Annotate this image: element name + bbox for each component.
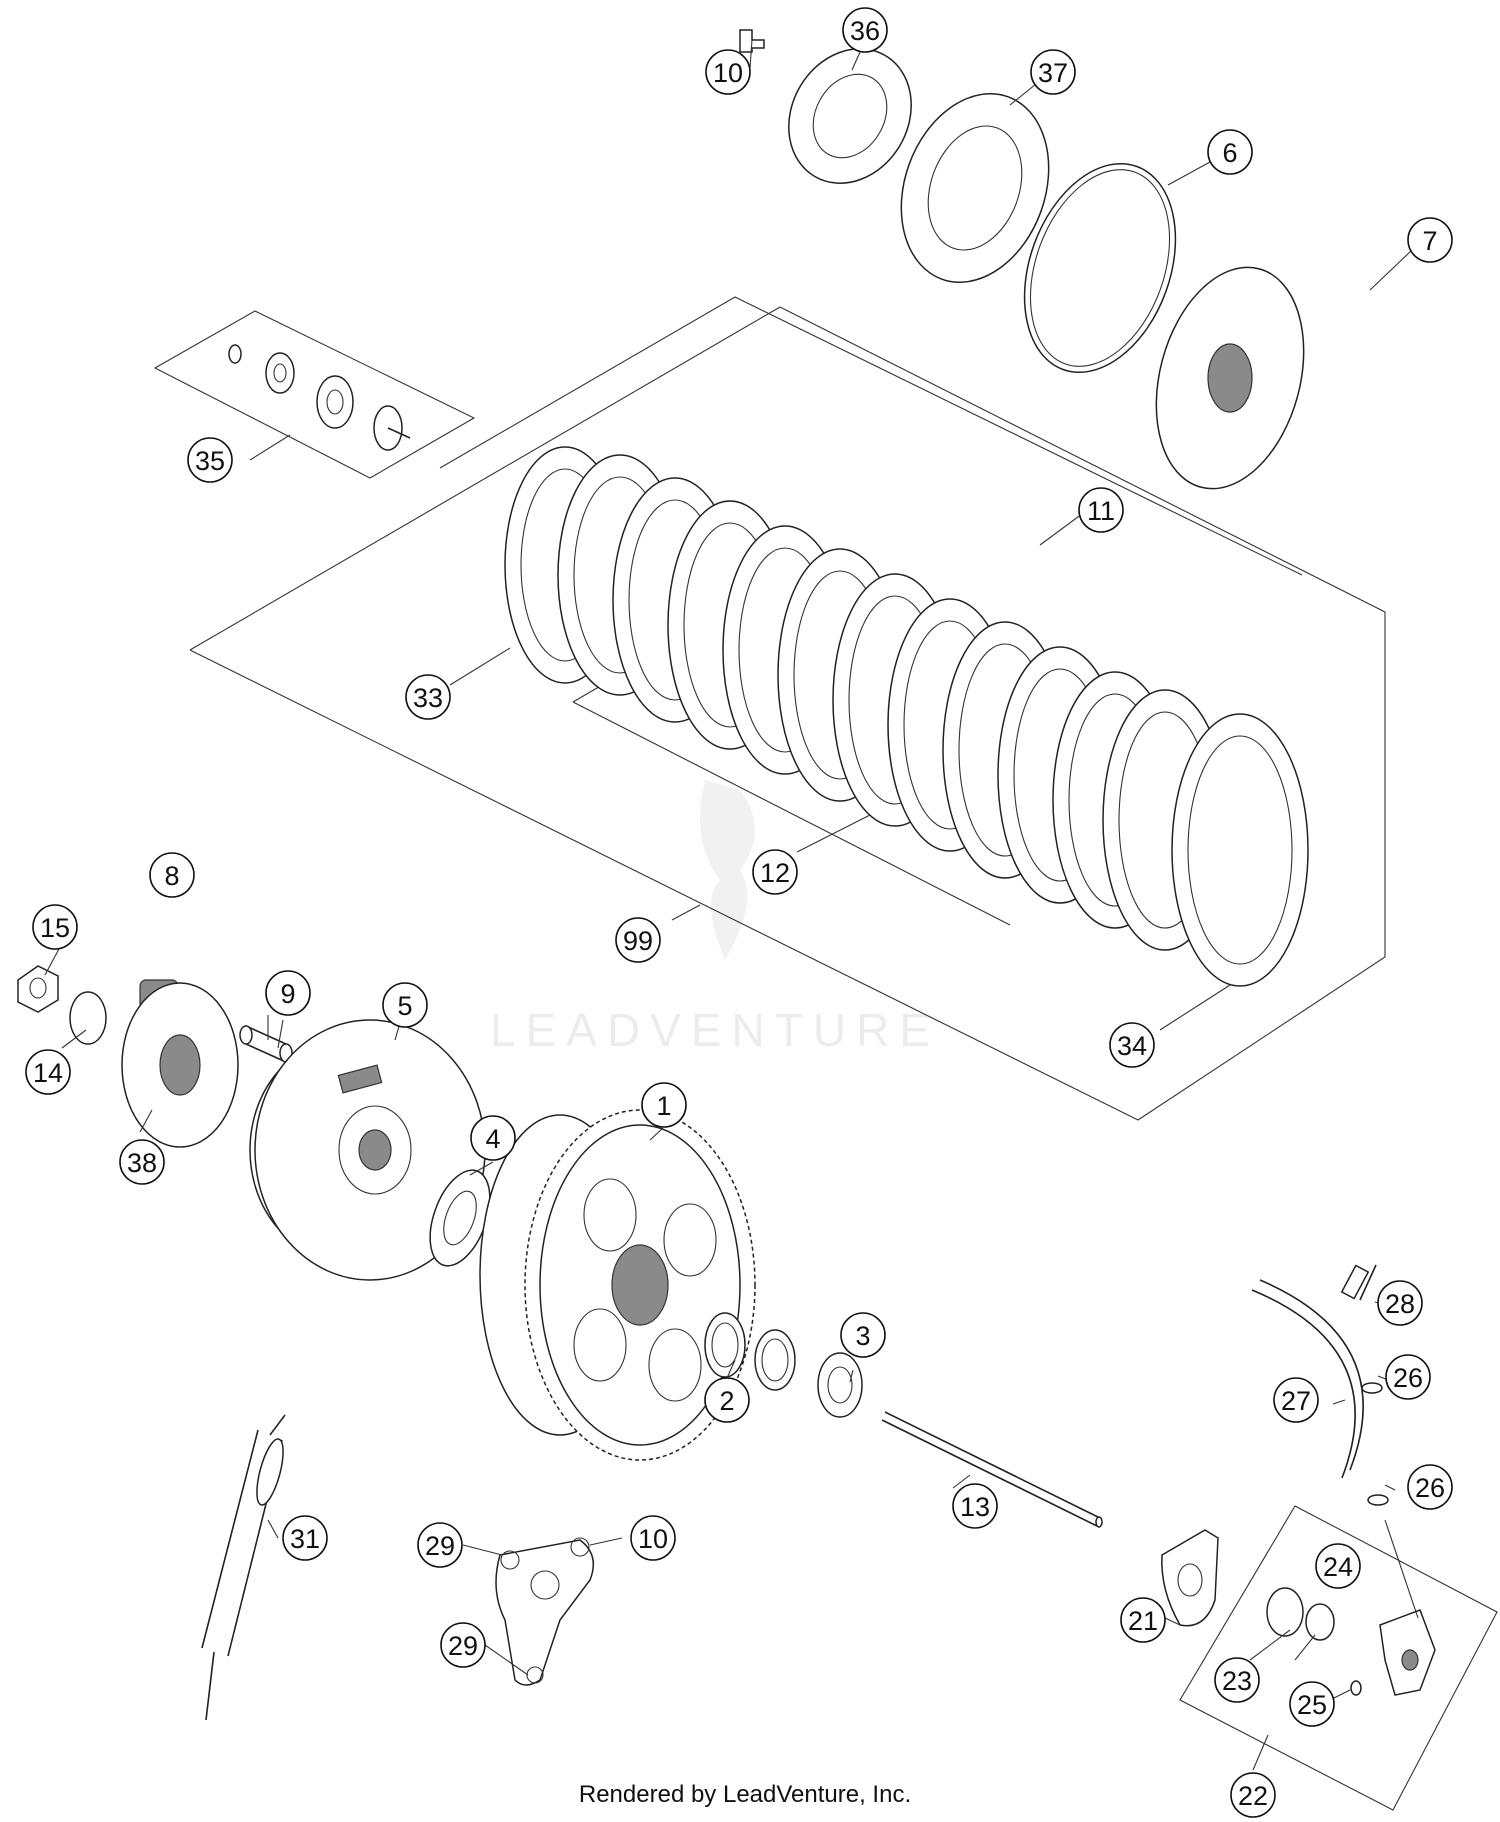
svg-text:1: 1 [656, 1091, 671, 1121]
callout-26-upper[interactable]: 26 [1385, 1354, 1431, 1400]
svg-text:24: 24 [1323, 1552, 1353, 1582]
callout-33[interactable]: 33 [405, 674, 451, 720]
svg-text:10: 10 [638, 1524, 668, 1554]
callout-38[interactable]: 38 [119, 1139, 165, 1185]
callout-4[interactable]: 4 [470, 1115, 516, 1161]
callout-21[interactable]: 21 [1120, 1597, 1166, 1643]
footer-credit: Rendered by LeadVenture, Inc. [579, 1781, 911, 1808]
svg-text:2: 2 [719, 1386, 734, 1416]
svg-text:14: 14 [33, 1058, 63, 1088]
svg-text:26: 26 [1415, 1473, 1445, 1503]
callout-11[interactable]: 11 [1078, 487, 1124, 533]
callout-28[interactable]: 28 [1377, 1280, 1423, 1326]
callout-13[interactable]: 13 [952, 1483, 998, 1529]
leader-lines [44, 39, 1413, 1771]
svg-text:29: 29 [425, 1531, 455, 1561]
callout-35[interactable]: 35 [187, 437, 233, 483]
svg-text:13: 13 [960, 1492, 990, 1522]
callout-14[interactable]: 14 [25, 1049, 71, 1095]
grease-syringe [201, 1414, 286, 1721]
callout-5[interactable]: 5 [382, 982, 428, 1028]
svg-text:31: 31 [290, 1524, 320, 1554]
callout-3[interactable]: 3 [840, 1312, 886, 1358]
svg-text:10: 10 [713, 58, 743, 88]
bearing-kit [153, 310, 476, 479]
svg-text:37: 37 [1038, 58, 1068, 88]
callout-9[interactable]: 9 [265, 970, 311, 1016]
callout-24[interactable]: 24 [1315, 1543, 1361, 1589]
top-parts [739, 29, 1305, 490]
clutch-plate-stack [504, 446, 1309, 987]
callout-99[interactable]: 99 [615, 917, 661, 963]
svg-text:34: 34 [1117, 1031, 1147, 1061]
callout-22[interactable]: 22 [1230, 1772, 1276, 1818]
callout-23[interactable]: 23 [1214, 1657, 1260, 1703]
callout-1[interactable]: 1 [641, 1082, 687, 1128]
callout-2[interactable]: 2 [704, 1377, 750, 1423]
master-cylinder-kit [1161, 1264, 1498, 1811]
svg-text:28: 28 [1385, 1289, 1415, 1319]
push-rod [881, 1411, 1103, 1528]
callout-31[interactable]: 31 [282, 1515, 328, 1561]
slave-cylinder [495, 1537, 595, 1686]
callout-26-lower[interactable]: 26 [1407, 1464, 1453, 1510]
callouts: 1 2 3 4 5 6 7 8 9 10 10 11 12 13 14 15 2… [25, 7, 1453, 1818]
svg-text:11: 11 [1087, 496, 1115, 526]
callout-34[interactable]: 34 [1109, 1022, 1155, 1068]
callout-27[interactable]: 27 [1273, 1377, 1319, 1423]
svg-text:33: 33 [413, 683, 443, 713]
svg-text:36: 36 [850, 16, 880, 46]
callout-12[interactable]: 12 [752, 849, 798, 895]
svg-text:23: 23 [1222, 1666, 1252, 1696]
outer-clutch-basket [479, 1109, 756, 1461]
svg-text:9: 9 [280, 979, 295, 1009]
callout-8[interactable]: 8 [149, 852, 195, 898]
svg-text:26: 26 [1393, 1363, 1423, 1393]
svg-text:29: 29 [448, 1631, 478, 1661]
svg-text:12: 12 [760, 858, 790, 888]
callout-15[interactable]: 15 [32, 904, 78, 950]
callout-6[interactable]: 6 [1207, 129, 1253, 175]
callout-10-top[interactable]: 10 [705, 49, 751, 95]
svg-text:4: 4 [485, 1124, 500, 1154]
callout-29-upper[interactable]: 29 [417, 1522, 463, 1568]
left-cluster [17, 965, 293, 1148]
svg-text:99: 99 [623, 926, 653, 956]
svg-text:35: 35 [195, 446, 225, 476]
svg-text:6: 6 [1222, 138, 1237, 168]
callout-25[interactable]: 25 [1289, 1681, 1335, 1727]
watermark-text: LEADVENTURE [490, 1004, 940, 1056]
svg-text:5: 5 [397, 991, 412, 1021]
svg-text:7: 7 [1422, 226, 1437, 256]
svg-text:22: 22 [1238, 1781, 1268, 1811]
callout-36[interactable]: 36 [842, 7, 888, 53]
callout-7[interactable]: 7 [1407, 217, 1453, 263]
watermark: LEADVENTURE [490, 780, 940, 1056]
svg-text:27: 27 [1281, 1386, 1311, 1416]
svg-text:15: 15 [40, 913, 70, 943]
svg-text:38: 38 [127, 1148, 157, 1178]
callout-10-cylinder[interactable]: 10 [630, 1515, 676, 1561]
svg-text:25: 25 [1297, 1690, 1327, 1720]
callout-37[interactable]: 37 [1030, 49, 1076, 95]
callout-29-lower[interactable]: 29 [440, 1622, 486, 1668]
svg-text:3: 3 [855, 1321, 870, 1351]
svg-text:21: 21 [1128, 1606, 1158, 1636]
svg-text:8: 8 [164, 861, 179, 891]
